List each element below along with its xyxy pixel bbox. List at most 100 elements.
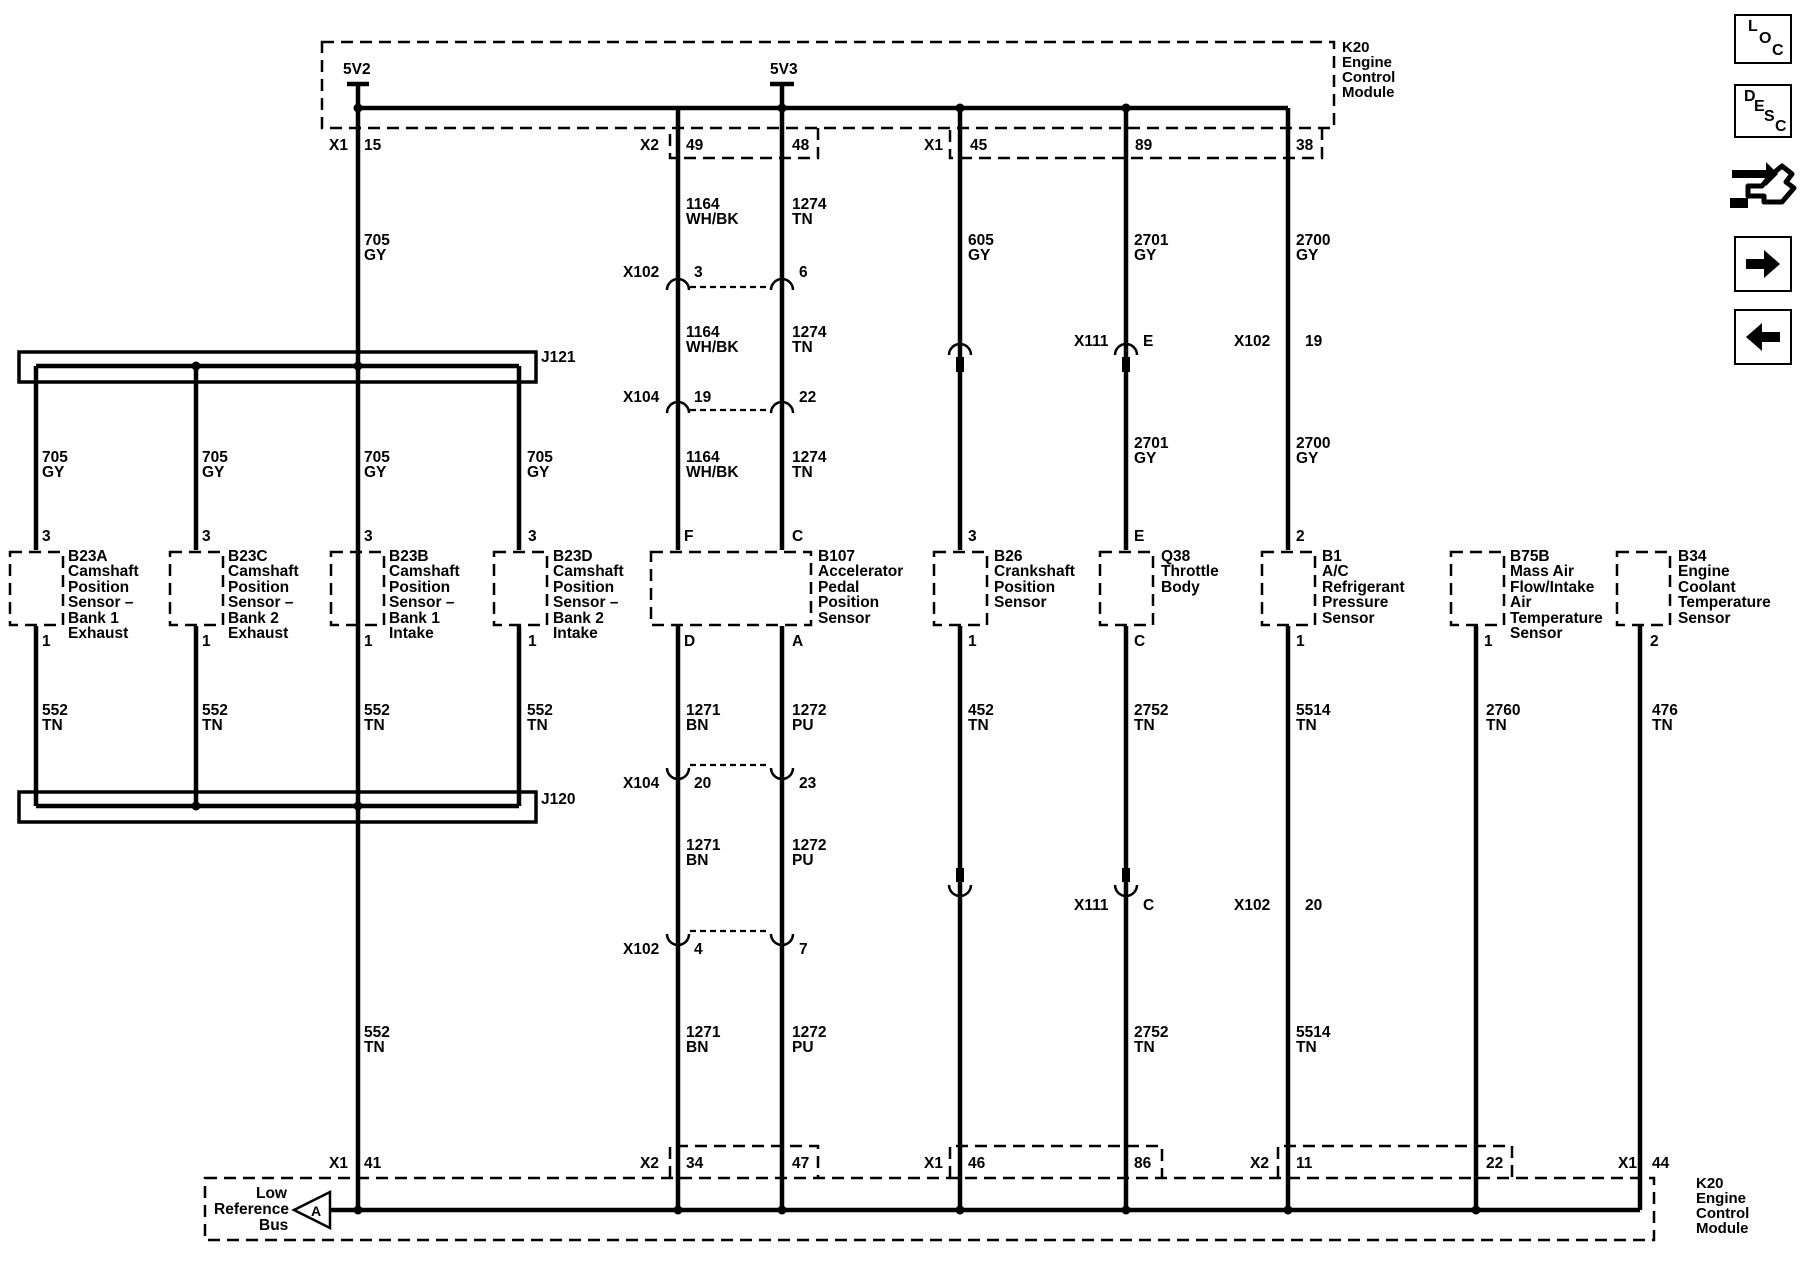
wire-runs bbox=[33, 108, 1643, 1210]
ecm-bot-pin-22: 22 bbox=[1486, 1155, 1503, 1172]
wire-1164-color-2: WH/BK bbox=[686, 339, 739, 356]
wire-1274-num-2: 1274 bbox=[792, 324, 827, 341]
wire-705-num-d: 705 bbox=[527, 449, 553, 466]
b75b-labels: 1 B75B Mass Air Flow/Intake Air Temperat… bbox=[1484, 548, 1603, 650]
wire-2701-color-2: GY bbox=[1134, 450, 1157, 467]
b75b-pin-bot: 1 bbox=[1484, 633, 1493, 650]
wire-705-num-a: 705 bbox=[42, 449, 68, 466]
x104-top-pin-19: 19 bbox=[694, 389, 712, 406]
connector-end-view-icon[interactable] bbox=[1728, 156, 1798, 218]
ecm-top-conn-x1b: X1 bbox=[924, 137, 943, 154]
arrow-left-icon bbox=[1746, 323, 1780, 351]
ecm-bot-pin-86: 86 bbox=[1134, 1155, 1152, 1172]
ecm-bot-conn-x1: X1 bbox=[329, 1155, 348, 1172]
wire-476-color: TN bbox=[1652, 717, 1673, 734]
q38-box bbox=[1098, 550, 1155, 627]
ecm-top-pin-48: 48 bbox=[792, 137, 810, 154]
wire-labels: 705 GY 705 GY 705 GY 705 GY 705 GY 552 T… bbox=[42, 196, 1678, 1056]
b107-line4: Sensor bbox=[818, 610, 871, 627]
ecm-bot-pin-41: 41 bbox=[364, 1155, 382, 1172]
ecm-id-top: K20 bbox=[1342, 39, 1370, 56]
next-page-button[interactable] bbox=[1734, 236, 1792, 292]
b26-pin-bot: 1 bbox=[968, 633, 977, 650]
wire-552-num-c: 552 bbox=[202, 702, 228, 719]
b75b-line5: Sensor bbox=[1510, 625, 1563, 642]
b34-box bbox=[1615, 550, 1672, 627]
ecm-bot-conn-x2: X2 bbox=[640, 1155, 659, 1172]
inline-connectors: X102 3 6 X104 19 22 X111 E X102 19 X104 … bbox=[623, 264, 1323, 958]
b26-line1: Crankshaft bbox=[994, 563, 1075, 580]
wire-1164-num-2: 1164 bbox=[686, 324, 720, 341]
arrow-right-icon bbox=[1746, 250, 1780, 278]
wire-552-num-b: 552 bbox=[364, 702, 390, 719]
b107-pin-d: D bbox=[684, 633, 695, 650]
x102-bot-pin-7: 7 bbox=[799, 941, 808, 958]
wire-2752-num-1: 2752 bbox=[1134, 702, 1168, 719]
b26-labels: 3 1 B26 Crankshaft Position Sensor bbox=[968, 528, 1075, 650]
ecm-bot-pin-47: 47 bbox=[792, 1155, 809, 1172]
b107-line3: Position bbox=[818, 594, 879, 611]
wire-1164-color-3: WH/BK bbox=[686, 464, 739, 481]
wire-1274-num-1: 1274 bbox=[792, 196, 827, 213]
ecm-bot-pin-44: 44 bbox=[1652, 1155, 1670, 1172]
splice-j120-label: J120 bbox=[541, 791, 575, 808]
wire-1272-color-1: PU bbox=[792, 717, 814, 734]
description-view-button[interactable]: D E S C bbox=[1734, 84, 1792, 138]
wire-2700-color-2: GY bbox=[1296, 450, 1319, 467]
wire-1271-num-3: 1271 bbox=[686, 1024, 721, 1041]
component-boxes bbox=[8, 550, 1672, 627]
b75b-line1: Mass Air bbox=[1510, 563, 1574, 580]
q38-id: Q38 bbox=[1161, 548, 1191, 565]
wire-5514-color-1: TN bbox=[1296, 717, 1317, 734]
supply-5v3-label: 5V3 bbox=[770, 61, 798, 78]
ecm-top-conn-x1: X1 bbox=[329, 137, 348, 154]
b34-labels: 2 B34 Engine Coolant Temperature Sensor bbox=[1650, 548, 1771, 650]
wire-2760-num: 2760 bbox=[1486, 702, 1520, 719]
b23d-pin-bot: 1 bbox=[528, 633, 537, 650]
component-labels: 3 1 B23A Camshaft Position Sensor – Bank… bbox=[42, 528, 1771, 650]
b23b-line3: Sensor – bbox=[389, 594, 455, 611]
splice-j120: J120 bbox=[17, 790, 575, 824]
x104-bot-pin-23: 23 bbox=[799, 775, 817, 792]
wire-705-color: GY bbox=[364, 247, 387, 264]
b23c-line4: Bank 2 bbox=[228, 610, 279, 627]
b75b-box bbox=[1449, 550, 1506, 627]
ecm-bottom-block: A Low Reference Bus X1 41 X2 34 47 X1 46… bbox=[203, 1144, 1749, 1242]
wire-1274-num-3: 1274 bbox=[792, 449, 827, 466]
b23c-pin-bot: 1 bbox=[202, 633, 211, 650]
q38-pin-bot: C bbox=[1134, 633, 1145, 650]
b23a-line1: Camshaft bbox=[68, 563, 139, 580]
location-view-button[interactable]: L O C bbox=[1734, 14, 1792, 64]
ecm-bot-pin-11: 11 bbox=[1296, 1155, 1313, 1172]
wire-552-color-d: TN bbox=[527, 717, 548, 734]
ecm-top-conn-x2: X2 bbox=[640, 137, 659, 154]
b23b-line4: Bank 1 bbox=[389, 610, 440, 627]
b34-line1: Engine bbox=[1678, 563, 1730, 580]
loc-letter-c: C bbox=[1772, 42, 1784, 59]
b75b-line2: Flow/Intake bbox=[1510, 579, 1595, 596]
wire-705-color-a: GY bbox=[42, 464, 65, 481]
wire-1274-color-1: TN bbox=[792, 211, 813, 228]
x102-rbot-label: X102 bbox=[1234, 897, 1270, 914]
low-ref-line1: Low bbox=[256, 1185, 288, 1202]
wire-1271-color-1: BN bbox=[686, 717, 708, 734]
wire-2752-num-2: 2752 bbox=[1134, 1024, 1168, 1041]
splice-j121-label: J121 bbox=[541, 349, 576, 366]
low-ref-line2: Reference bbox=[214, 1201, 289, 1218]
b1-line4: Sensor bbox=[1322, 610, 1375, 627]
ecm-top-pin-49: 49 bbox=[686, 137, 704, 154]
desc-letter-c: C bbox=[1775, 118, 1787, 135]
b1-labels: 2 1 B1 A/C Refrigerant Pressure Sensor bbox=[1296, 528, 1405, 650]
x102-top-label: X102 bbox=[623, 264, 659, 281]
wire-1164-color-1: WH/BK bbox=[686, 211, 739, 228]
ecm-top-block: 5V2 5V3 K20 Engine Control Module X1 15 … bbox=[320, 39, 1395, 160]
b23a-line4: Bank 1 bbox=[68, 610, 119, 627]
b23d-pin-top: 3 bbox=[528, 528, 537, 545]
b34-line4: Sensor bbox=[1678, 610, 1731, 627]
wire-2701-num-1: 2701 bbox=[1134, 232, 1169, 249]
wire-1271-color-3: BN bbox=[686, 1039, 708, 1056]
previous-page-button[interactable] bbox=[1734, 309, 1792, 365]
b23a-pin-top: 3 bbox=[42, 528, 51, 545]
